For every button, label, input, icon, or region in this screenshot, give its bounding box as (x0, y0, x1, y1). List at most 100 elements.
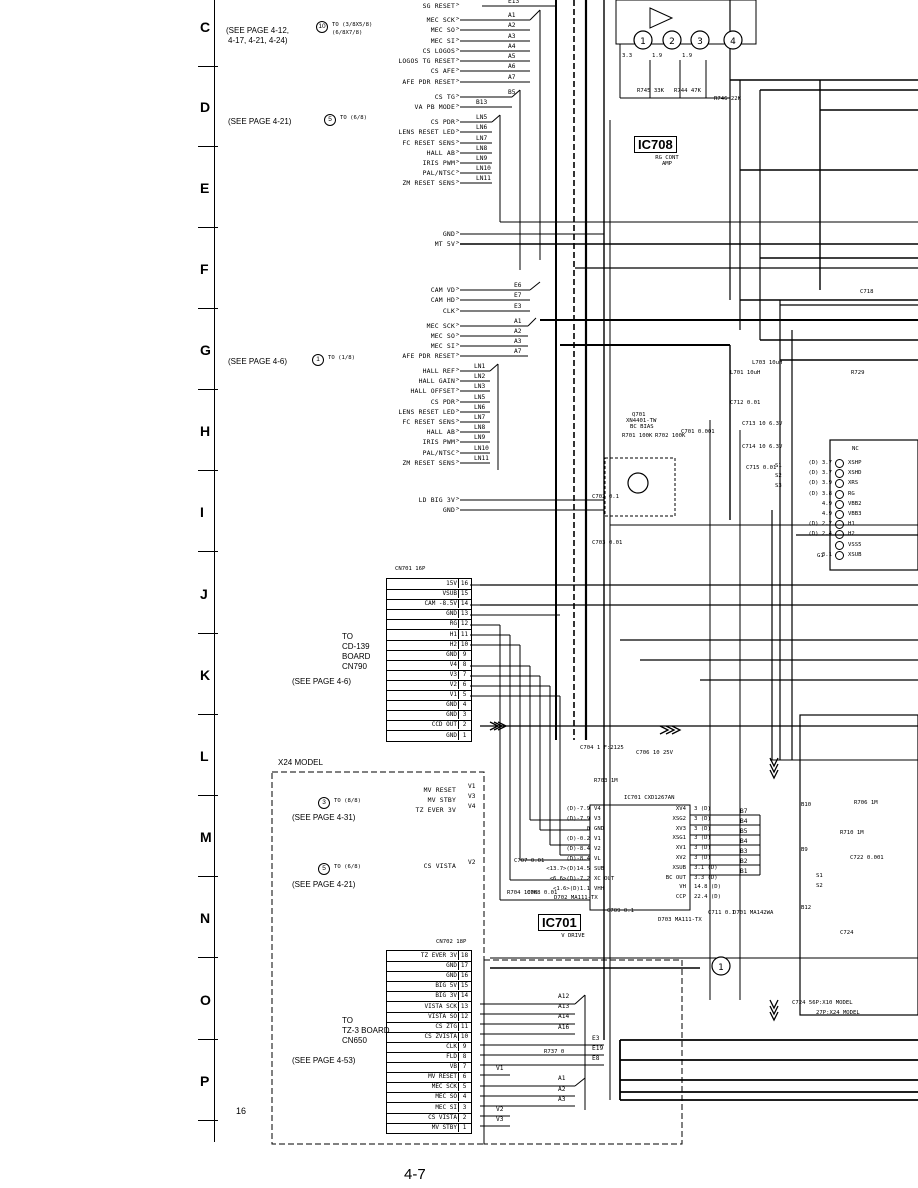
signal-name: LENS RESET LED (398, 408, 455, 416)
pin-number: 12 (458, 1011, 470, 1021)
to-text: TO (6/8) (334, 864, 361, 870)
pin-label: MEC SO (435, 1093, 457, 1101)
to-text2: (6/8X7/8) (332, 30, 363, 36)
pin-number: 2 (458, 720, 470, 730)
reference-text: TO (342, 632, 353, 641)
component-label: C703 0.01 (592, 540, 623, 546)
ccd-value: 4.9 (821, 511, 832, 517)
grid-row-letter: M (200, 829, 212, 845)
ic701-right-value: 3 (D) (694, 815, 711, 822)
ccd-value: (D) 2.4 (808, 531, 832, 538)
signal-name: MEC SO (430, 332, 455, 340)
grid-tick (198, 551, 218, 552)
ccd-pin-circle (835, 489, 844, 499)
pin-number: 15 (458, 981, 470, 991)
pin-number: 3 (458, 1102, 470, 1112)
signal-tag: E3 (514, 303, 522, 310)
signal-name: ZM RESET SENS (402, 459, 455, 467)
grid-tick (198, 714, 218, 715)
to-text: TO (1/8) (328, 355, 355, 361)
pin-label: V3 (449, 670, 457, 678)
pin-label: GND (446, 972, 457, 980)
ic701-part: IC701 CXD1267AN (624, 795, 675, 801)
signal-tag: LN11 (476, 175, 491, 182)
component-label: B10 (801, 802, 812, 808)
grid-row-letter: I (200, 504, 204, 520)
ic701-out-tag: B4 (740, 818, 748, 825)
pin-label: BIG 5V (435, 982, 457, 990)
component-label: C713 10 6.3V (742, 421, 783, 427)
to-circle: 5 (318, 863, 330, 875)
signal-arrow: > (456, 418, 460, 424)
signal-name: MEC SCK (426, 16, 455, 24)
signal-name: CS PDR (430, 398, 455, 406)
signal-name: MT 5V (434, 240, 455, 248)
pin-label: MV RESET (428, 1073, 457, 1081)
signal-name: GND (442, 506, 455, 514)
ic701-right-pin: XV4 (675, 806, 686, 812)
signal-arrow: > (456, 230, 460, 236)
reference-text: (SEE PAGE 4-6) (228, 357, 287, 366)
reference-text: BOARD (342, 652, 371, 661)
pin-number: 7 (458, 1062, 470, 1072)
ccd-pin-circle (835, 479, 844, 489)
signal-tag: LN5 (476, 114, 488, 121)
ccd-pin: XSHP (848, 460, 862, 466)
component-label: C711 0.1 (708, 910, 735, 916)
grid-tick (198, 227, 218, 228)
pin-label: H1 (449, 630, 457, 638)
pin-number: 7 (458, 669, 470, 679)
pin-number: 1 (458, 730, 470, 740)
reference-text: 4-17, 4-21, 4-24) (228, 36, 288, 45)
signal-tag: A3 (508, 33, 516, 40)
signal-tag: LN2 (474, 373, 486, 380)
signal-tag: A2 (514, 328, 522, 335)
grid-row-letter: P (200, 1073, 210, 1089)
signal-name: HALL GAIN (418, 377, 455, 385)
signal-name: CLK (442, 307, 455, 315)
ic701-left-pin: V4 (594, 806, 601, 812)
signal-name: CAM HD (430, 296, 455, 304)
grid-row-letter: E (200, 180, 210, 196)
signal-tag: LN9 (476, 155, 488, 162)
pin-label: CS VISTA (428, 1113, 457, 1121)
pin-label: FLD (446, 1053, 457, 1060)
signal-arrow: > (456, 322, 460, 328)
pin-number: 14 (458, 991, 470, 1001)
signal-tag: LN3 (474, 383, 486, 390)
signal-tag: LN7 (474, 414, 486, 421)
signal-arrow: > (456, 286, 460, 292)
signal-name: PAL/NTSC (422, 169, 455, 177)
pin-number: 2 (458, 1112, 470, 1122)
ic701-left-pin: V1 (594, 836, 601, 842)
pin-label: GND (446, 610, 457, 618)
pin-label: CCD OUT (431, 721, 457, 729)
ccd-pin-circle (835, 520, 844, 530)
signal-arrow: > (456, 459, 460, 465)
ic701-desc: V DRIVE (561, 933, 585, 939)
ccd-pin: XSUB (848, 551, 862, 558)
to-text: TO (3/8X5/8) (332, 22, 373, 28)
ccd-pin-circle (835, 459, 844, 468)
signal-arrow: > (456, 332, 460, 338)
component-label: D701 MA142WA (733, 910, 774, 916)
signal-name: CS LOGOS (422, 47, 455, 55)
component-label: C708 0.01 (527, 890, 558, 896)
pin-number: 6 (458, 1072, 470, 1082)
component-label: C704 1 F:2125 (580, 745, 624, 751)
pin-number: 15 (458, 589, 470, 599)
ic701-right-pin: XV2 (675, 855, 686, 861)
signal-arrow: > (456, 496, 460, 502)
pin-label: V1 (449, 691, 457, 699)
left-border-line (214, 0, 215, 1142)
component-label: R746 22K (714, 96, 741, 102)
pin-label: CS ZVISTA (424, 1032, 457, 1040)
grid-tick (198, 1120, 218, 1121)
reference-text: CD-139 (342, 642, 370, 651)
component-label: S3 (775, 483, 782, 489)
